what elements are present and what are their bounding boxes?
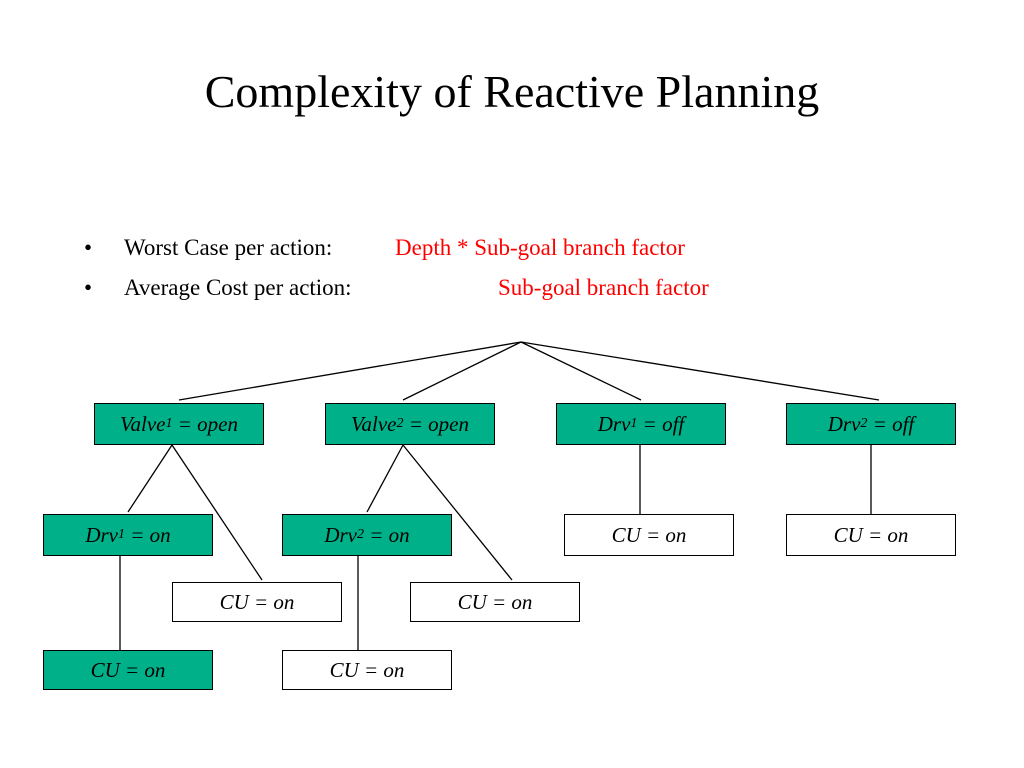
edge-valve2-open-to-cu-on-b (402, 444, 513, 581)
node-cu-on-f: CU = on (282, 650, 452, 690)
node-variable: Valve (351, 411, 397, 436)
node-assignment: = off (867, 411, 915, 436)
edge-valve2-open-to-drv2-on (366, 444, 404, 513)
bullet-label: Worst Case per action: (124, 235, 333, 260)
node-variable: CU = on (90, 657, 166, 682)
edge-root-to-drv1-off (520, 341, 642, 401)
node-subscript: 1 (165, 416, 173, 431)
node-cu-on-a: CU = on (172, 582, 342, 622)
node-subscript: 1 (118, 527, 125, 542)
edge-root-to-valve2-open (402, 341, 522, 401)
node-variable: Valve (120, 411, 166, 436)
bullet-label: Average Cost per action: (124, 275, 352, 300)
node-variable: CU = on (833, 522, 909, 547)
node-cu-on-d: CU = on (786, 514, 956, 556)
bullet-value: Depth * Sub-goal branch factor (395, 235, 685, 260)
bullet-value: Sub-goal branch factor (498, 275, 709, 300)
node-variable: CU = on (611, 522, 687, 547)
node-variable: Drv (85, 522, 118, 547)
node-subscript: 2 (396, 416, 404, 431)
edge-valve1-open-to-drv1-on (127, 444, 173, 513)
node-variable: CU = on (457, 589, 533, 614)
bullet-dot: • (84, 275, 93, 300)
node-variable: CU = on (329, 657, 405, 682)
node-cu-on-c: CU = on (564, 514, 734, 556)
node-cu-on-b: CU = on (410, 582, 580, 622)
node-cu-on-e: CU = on (43, 650, 213, 690)
node-variable: Drv (324, 522, 357, 547)
node-variable: Drv (597, 411, 631, 436)
node-subscript: 2 (357, 527, 364, 542)
edge-root-to-drv2-off (520, 341, 880, 401)
node-variable: CU = on (219, 589, 295, 614)
slide-title: Complexity of Reactive Planning (204, 66, 820, 117)
edge-valve1-open-to-cu-on-a (171, 444, 263, 581)
edge-root-to-valve1-open (178, 341, 522, 401)
node-assignment: = open (172, 411, 238, 436)
node-assignment: = open (403, 411, 469, 436)
node-subscript: 1 (630, 416, 638, 431)
bullet-dot: • (84, 235, 93, 260)
node-subscript: 2 (860, 416, 868, 431)
node-assignment: = off (637, 411, 685, 436)
node-assignment: = on (125, 522, 171, 547)
node-variable: Drv (827, 411, 861, 436)
node-assignment: = on (364, 522, 410, 547)
